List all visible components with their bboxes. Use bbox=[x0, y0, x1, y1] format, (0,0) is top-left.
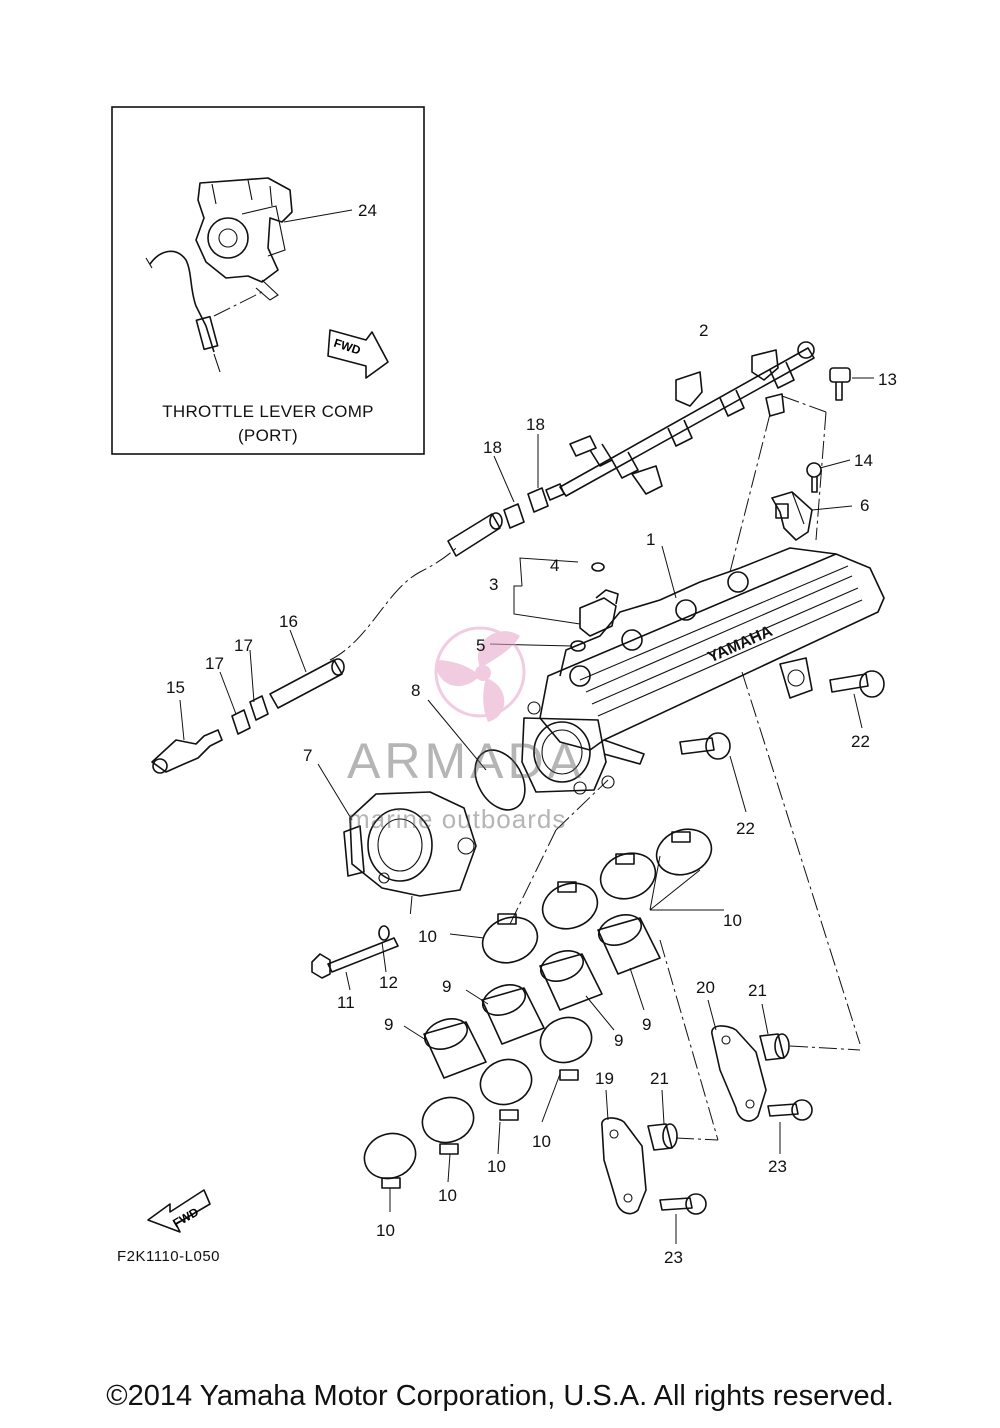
callout-10a: 10 bbox=[418, 927, 437, 946]
injector-drawing bbox=[570, 562, 619, 652]
callout-18b: 18 bbox=[483, 438, 502, 457]
throttle-body-drawing bbox=[343, 749, 526, 897]
callout-10b: 10 bbox=[723, 911, 742, 930]
svg-text:YAMAHA: YAMAHA bbox=[705, 623, 775, 667]
plates-drawing bbox=[601, 1025, 813, 1215]
copyright-text: ©2014 Yamaha Motor Corporation, U.S.A. A… bbox=[106, 1380, 894, 1412]
diagram-code: F2K1110-L050 bbox=[117, 1248, 221, 1265]
callout-7: 7 bbox=[303, 746, 312, 765]
callout-24: 24 bbox=[358, 201, 377, 220]
callout-18a: 18 bbox=[526, 415, 545, 434]
fuel-rail-drawing bbox=[545, 341, 815, 501]
fuel-hose-drawing bbox=[151, 487, 549, 774]
callout-4: 4 bbox=[550, 556, 559, 575]
inset-fwd-arrow: FWD bbox=[327, 329, 389, 379]
callout-22b: 22 bbox=[736, 819, 755, 838]
callout-9d: 9 bbox=[384, 1015, 393, 1034]
inset-title: THROTTLE LEVER COMP bbox=[162, 402, 374, 421]
watermark-sub: marine outboards bbox=[348, 804, 567, 834]
callout-11: 11 bbox=[337, 993, 355, 1012]
callout-19: 19 bbox=[595, 1069, 614, 1088]
callout-9a: 9 bbox=[642, 1015, 651, 1034]
callout-8: 8 bbox=[411, 681, 420, 700]
callout-10e: 10 bbox=[438, 1186, 457, 1205]
callout-17b: 17 bbox=[205, 654, 224, 673]
inset-subtitle: (PORT) bbox=[237, 426, 299, 445]
callout-2: 2 bbox=[699, 321, 708, 340]
throttle-lever-comp-drawing bbox=[145, 177, 353, 373]
inset-frame bbox=[111, 106, 425, 455]
callout-21b: 21 bbox=[650, 1069, 669, 1088]
callout-13: 13 bbox=[878, 370, 897, 389]
callout-20: 20 bbox=[696, 978, 715, 997]
callout-5: 5 bbox=[476, 636, 485, 655]
callout-16: 16 bbox=[279, 612, 298, 631]
bolt-14-drawing bbox=[806, 462, 822, 493]
callout-6: 6 bbox=[860, 496, 869, 515]
watermark-logo bbox=[434, 626, 526, 722]
bolt-13-drawing bbox=[829, 367, 851, 401]
callout-23a: 23 bbox=[768, 1157, 787, 1176]
callout-1: 1 bbox=[646, 530, 655, 549]
callout-9b: 9 bbox=[614, 1031, 623, 1050]
callouts: 1 2 3 4 5 6 7 8 9 9 9 9 10 10 10 10 10 1… bbox=[166, 201, 897, 1267]
main-fwd-arrow: FWD bbox=[147, 1189, 211, 1233]
callout-10f: 10 bbox=[376, 1221, 395, 1240]
sensor-6-drawing bbox=[771, 491, 813, 541]
callout-21a: 21 bbox=[748, 981, 767, 1000]
callout-10c: 10 bbox=[532, 1132, 551, 1151]
callout-10d: 10 bbox=[487, 1157, 506, 1176]
callout-22a: 22 bbox=[851, 732, 870, 751]
watermark-brand: ARMADA bbox=[347, 733, 585, 789]
inset-fwd-label: FWD bbox=[332, 336, 363, 358]
callout-3: 3 bbox=[489, 575, 498, 594]
bolt-22-drawing bbox=[679, 670, 885, 760]
bolt-11-drawing bbox=[311, 925, 399, 979]
joints-drawing bbox=[423, 914, 661, 1079]
callout-12: 12 bbox=[379, 973, 398, 992]
callout-14: 14 bbox=[854, 451, 873, 470]
alignment-lines bbox=[509, 395, 861, 1141]
callout-15: 15 bbox=[166, 678, 185, 697]
callout-17a: 17 bbox=[234, 636, 253, 655]
band-clamps-drawing bbox=[363, 828, 713, 1189]
callout-23b: 23 bbox=[664, 1248, 683, 1267]
callout-9c: 9 bbox=[442, 977, 451, 996]
